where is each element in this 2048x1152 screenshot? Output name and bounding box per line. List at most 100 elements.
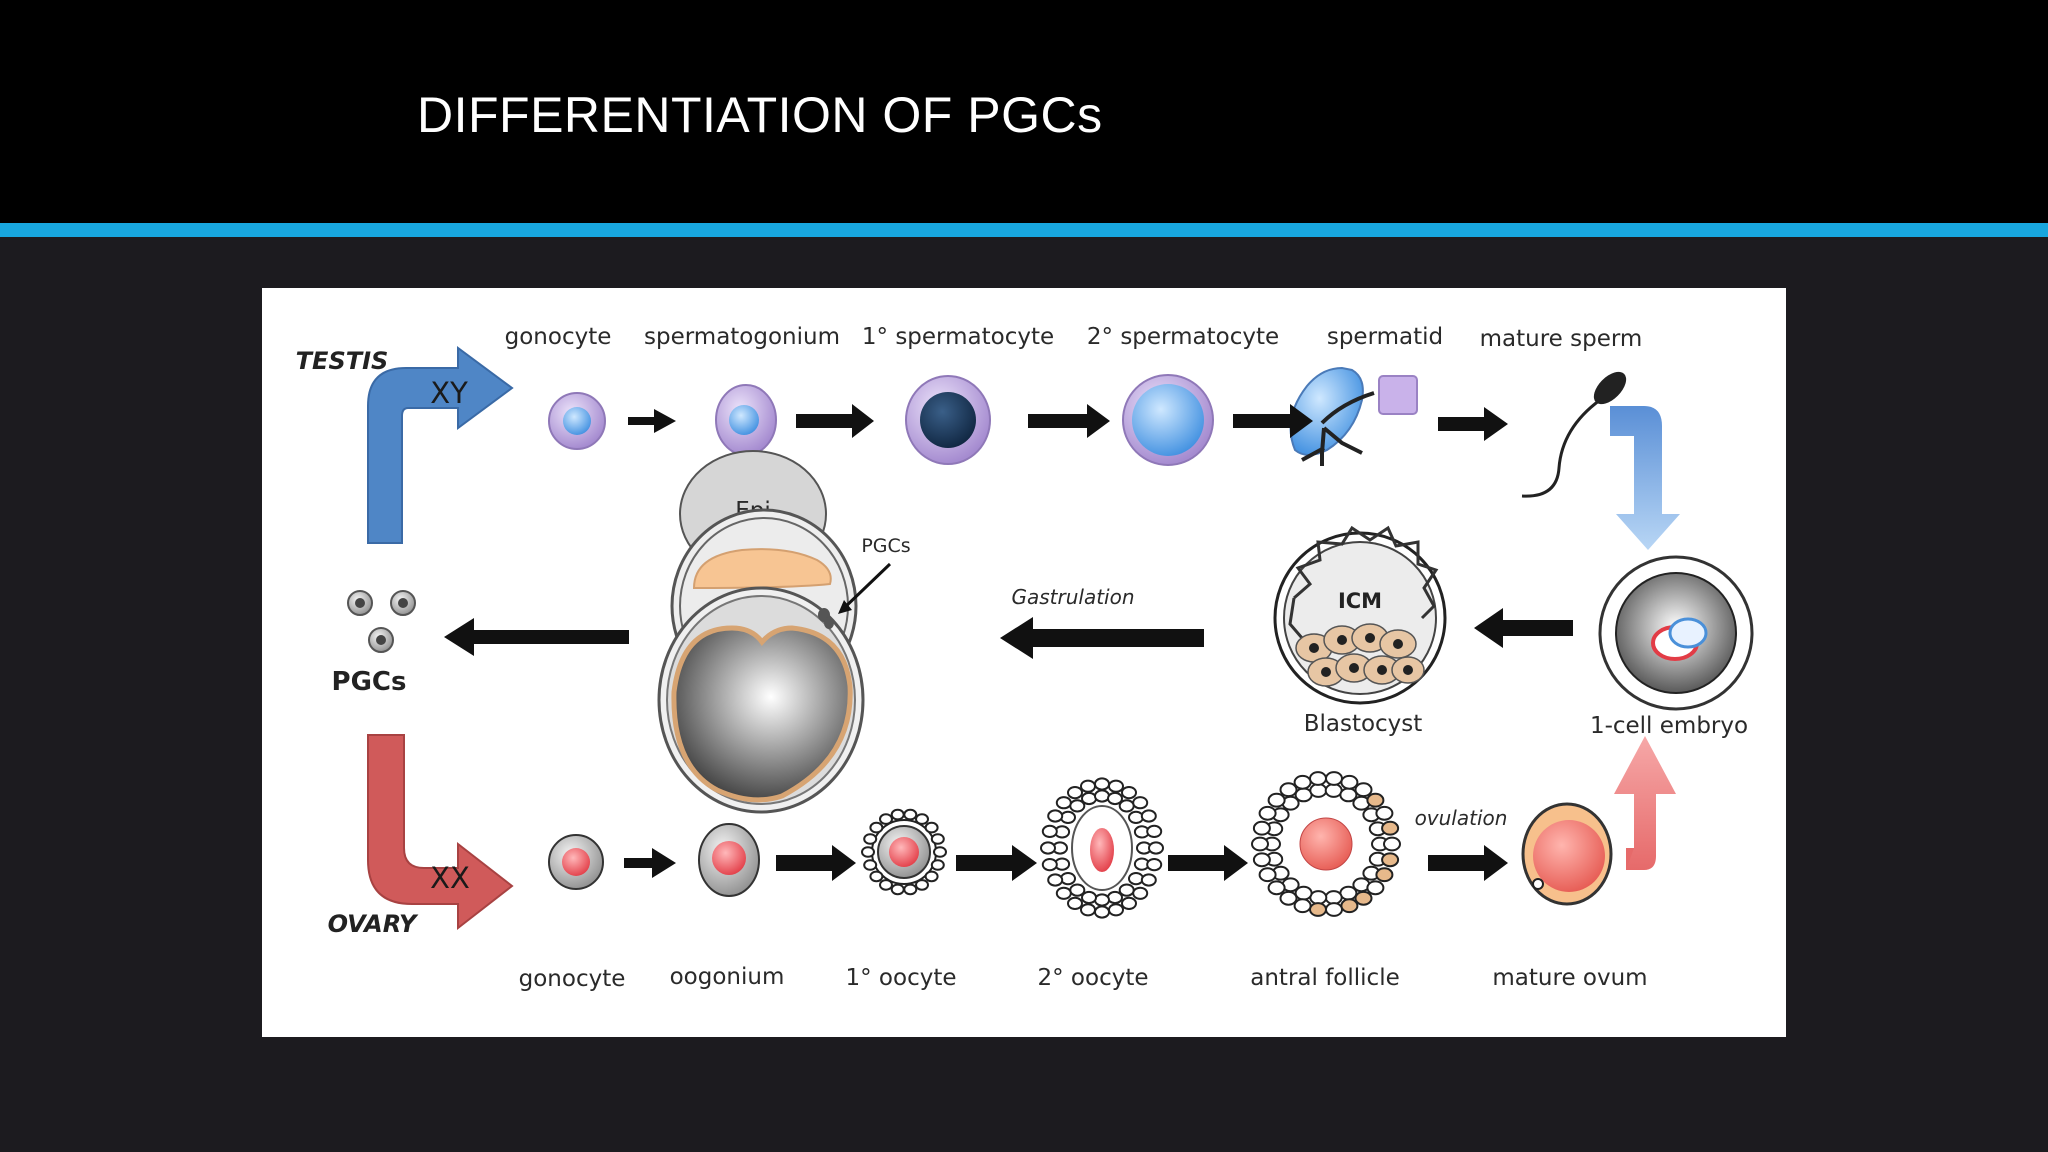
gastrulation-label: Gastrulation — [1011, 585, 1134, 609]
granulosa-cell — [1128, 872, 1144, 886]
diagram-panel: TESTIS XY gonocyte spermatogonium 1° spe… — [262, 288, 1786, 1037]
xx-arrow — [367, 734, 514, 931]
granulosa-cell — [1094, 905, 1110, 919]
granulosa-cell — [1094, 789, 1110, 803]
blastocyst-label: Blastocyst — [1304, 711, 1423, 737]
male-gonocyte-cell — [548, 392, 606, 450]
granulosa-cell — [1060, 872, 1076, 886]
arrow-right-icon — [1168, 845, 1248, 881]
one-cell-embryo-label: 1-cell embryo — [1590, 713, 1748, 739]
granulosa-cell — [1279, 890, 1298, 906]
granulosa-cell — [1146, 824, 1163, 839]
male-stage-mature-sperm: mature sperm — [1480, 326, 1643, 352]
pgcs-cluster — [347, 590, 416, 653]
granulosa-cell — [1383, 836, 1401, 852]
granulosa-cell — [879, 813, 893, 825]
granulosa-cell — [1040, 841, 1056, 855]
granulosa-cell — [1309, 783, 1328, 798]
arrow-right-icon — [628, 409, 676, 433]
granulosa-cell — [1055, 886, 1072, 900]
one-cell-embryo — [1598, 555, 1754, 711]
spermatid-cell — [1289, 366, 1418, 466]
granulosa-cell — [1081, 791, 1097, 806]
granulosa-cell — [890, 808, 905, 821]
female-stage-antral-follicle: antral follicle — [1250, 965, 1399, 991]
granulosa-cell — [1279, 782, 1298, 798]
granulosa-cell — [933, 846, 947, 858]
granulosa-cell — [863, 859, 878, 871]
arrow-left-icon — [1474, 608, 1573, 648]
granulosa-cell — [1381, 852, 1400, 868]
granulosa-cell — [1293, 774, 1312, 790]
granulosa-cell — [1140, 809, 1157, 823]
ovary-label: OVARY — [328, 910, 419, 938]
arrow-right-icon — [1428, 845, 1508, 881]
granulosa-cell — [1132, 796, 1149, 810]
female-arrows — [624, 845, 1508, 881]
arrow-right-icon — [1233, 404, 1313, 438]
male-stage-spermatid: spermatid — [1327, 324, 1443, 350]
granulosa-cell — [1128, 810, 1144, 825]
granulosa-cell — [1107, 791, 1123, 806]
granulosa-cell — [1080, 903, 1096, 917]
granulosa-cell — [1324, 890, 1343, 905]
granulosa-cell — [1067, 896, 1083, 911]
granulosa-cell — [1339, 885, 1358, 901]
granulosa-cell — [1108, 779, 1124, 793]
accent-bar — [0, 223, 2048, 237]
granulosa-cell — [1258, 867, 1277, 883]
granulosa-cell — [924, 870, 939, 883]
granulosa-cell — [1140, 873, 1157, 887]
granulosa-cell — [869, 870, 884, 883]
female-stage-primary-oocyte: 1° oocyte — [845, 965, 956, 991]
female-gonocyte-cell — [548, 834, 604, 890]
granulosa-cell — [924, 821, 939, 834]
xy-label: XY — [430, 376, 468, 410]
slide-title: DIFFERENTIATION OF PGCs — [417, 87, 1103, 143]
arrow-right-icon — [956, 845, 1037, 881]
xy-arrow — [367, 346, 514, 544]
granulosa-cell — [930, 859, 945, 871]
antral-follicle-cell — [1251, 771, 1401, 917]
granulosa-cell — [1067, 786, 1083, 800]
granulosa-cell — [1325, 771, 1343, 786]
granulosa-cell — [879, 879, 893, 891]
granulosa-cell — [1381, 820, 1400, 836]
granulosa-cell — [1340, 774, 1359, 790]
granulosa-cell — [903, 883, 918, 896]
ovulation-label: ovulation — [1415, 806, 1508, 830]
pgcs-pointer-label: PGCs — [861, 535, 910, 557]
granulosa-cell — [1340, 898, 1359, 914]
granulosa-cell — [1325, 902, 1343, 917]
gastrulation-embryo: Epi — [657, 450, 892, 814]
granulosa-cell — [1366, 792, 1385, 808]
granulosa-cell — [1375, 805, 1394, 821]
arrow-left-icon — [1000, 617, 1204, 659]
male-stage-primary-spermatocyte: 1° spermatocyte — [862, 324, 1054, 350]
pgcs-label: PGCs — [332, 667, 407, 697]
fertilization-arrow — [1610, 406, 1680, 550]
primary-spermatocyte-cell — [905, 375, 991, 465]
arrow-right-icon — [1028, 404, 1110, 438]
arrow-left-icon — [444, 618, 629, 656]
xx-label: XX — [430, 861, 470, 895]
male-stage-spermatogonium: spermatogonium — [644, 324, 840, 350]
mature-sperm-cell — [1521, 371, 1627, 498]
primary-oocyte-cell — [861, 808, 947, 896]
granulosa-cell — [1258, 805, 1277, 821]
granulosa-cell — [1118, 799, 1135, 813]
female-stage-mature-ovum: mature ovum — [1492, 965, 1647, 991]
arrow-right-icon — [796, 404, 874, 438]
granulosa-cell — [869, 821, 884, 834]
arrow-right-icon — [1438, 407, 1508, 441]
female-stage-oogonium: oogonium — [670, 964, 785, 990]
male-arrows — [628, 404, 1508, 441]
icm-label: ICM — [1338, 589, 1382, 613]
female-stage-secondary-oocyte: 2° oocyte — [1037, 965, 1148, 991]
granulosa-cell — [1267, 880, 1286, 896]
granulosa-cell — [1148, 841, 1164, 855]
arrow-right-icon — [624, 848, 676, 878]
granulosa-cell — [1309, 771, 1327, 786]
granulosa-cell — [1294, 787, 1313, 803]
pgc-differentiation-diagram: TESTIS XY gonocyte spermatogonium 1° spe… — [296, 324, 1754, 992]
